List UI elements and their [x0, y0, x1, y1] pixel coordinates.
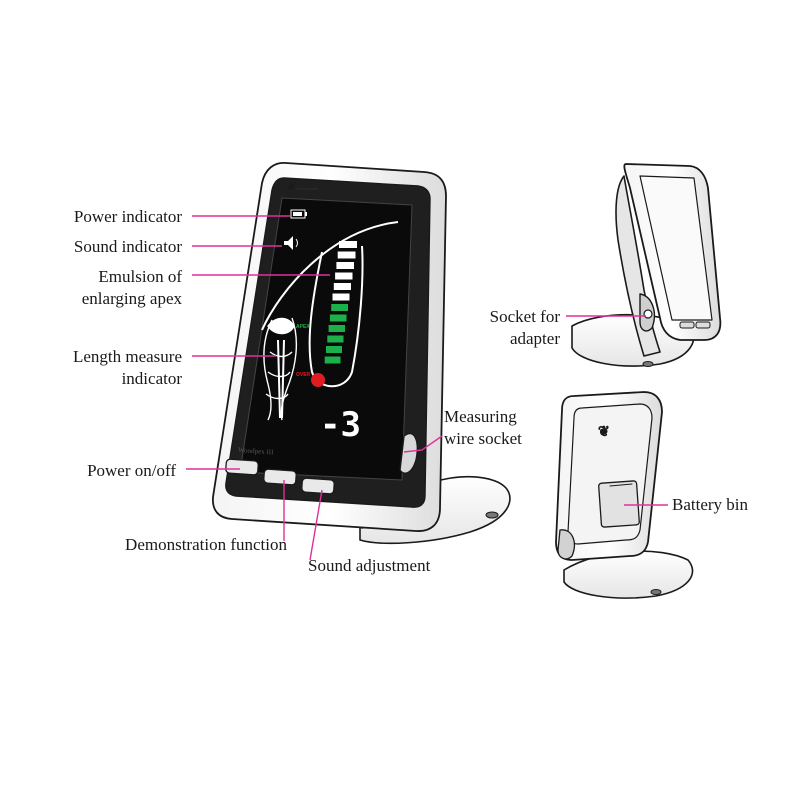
label-socket-line2: adapter	[510, 329, 560, 348]
length-value: -3	[320, 405, 361, 445]
tooth-icon	[263, 317, 297, 421]
callouts: Power indicator Sound indicator Emulsion…	[73, 207, 749, 575]
screen-content: ❦ Woodpecker APEX OVER	[238, 180, 399, 457]
side-view-button-2	[695, 321, 711, 329]
back-view-foot	[650, 589, 662, 595]
label-length-line1: Length measure	[73, 347, 182, 366]
channel-outline	[308, 245, 364, 388]
label-socket-line1: Socket for	[490, 307, 561, 326]
length-bar-white	[339, 241, 357, 248]
over-label: OVER	[296, 372, 311, 378]
brand-mark: Woodpecker	[296, 186, 319, 191]
adapter-socket-hole	[643, 309, 653, 319]
side-view-button-1	[679, 321, 695, 329]
battery-icon	[290, 209, 307, 219]
length-bar-white	[335, 272, 353, 280]
label-power-indicator: Power indicator	[74, 207, 182, 226]
back-logo-icon: ❦	[598, 424, 610, 440]
measuring-wire-socket	[399, 432, 418, 474]
battery-bin-cover	[598, 480, 640, 528]
label-sound-indicator: Sound indicator	[74, 237, 182, 256]
label-demonstration: Demonstration function	[125, 535, 287, 554]
over-indicator	[311, 373, 325, 387]
side-view-stand	[615, 175, 661, 357]
main-device-foot	[485, 511, 499, 519]
main-device	[212, 162, 511, 545]
length-bar-green	[331, 304, 348, 311]
label-power-onoff: Power on/off	[87, 461, 176, 480]
length-bar-white	[336, 262, 354, 269]
label-emulsion-line2: enlarging apex	[82, 289, 183, 308]
demo-button[interactable]	[263, 468, 297, 486]
length-bar-green	[324, 356, 341, 364]
label-measuring-line1: Measuring	[444, 407, 517, 426]
apex-label: APEX	[296, 324, 310, 330]
label-length-line2: indicator	[122, 369, 183, 388]
side-view-foot	[642, 361, 654, 367]
model-label: Woodpex III	[238, 446, 275, 456]
length-bar-white	[333, 283, 351, 290]
length-bar-green	[328, 325, 345, 332]
length-bar-green	[326, 346, 342, 353]
back-view-device: ❦	[555, 391, 694, 599]
side-view-screen	[639, 175, 713, 321]
speaker-icon	[284, 236, 298, 250]
length-bar-green	[327, 335, 344, 343]
sound-button[interactable]	[301, 477, 335, 495]
leader-measuring-wire	[403, 435, 443, 453]
length-bars	[324, 241, 357, 364]
label-battery-bin: Battery bin	[672, 495, 749, 514]
length-bar-white	[337, 251, 356, 259]
woodpecker-logo-icon: ❦	[286, 180, 296, 193]
apex-arc	[261, 221, 399, 331]
power-button[interactable]	[225, 458, 259, 476]
label-sound-adjustment: Sound adjustment	[308, 556, 431, 575]
label-emulsion-line1: Emulsion of	[98, 267, 182, 286]
side-view-device	[571, 163, 722, 367]
length-bar-white	[332, 293, 350, 301]
battery-bin-latch	[609, 483, 633, 487]
back-view-connector	[557, 529, 575, 560]
leader-sound-adjustment	[309, 489, 323, 561]
leader-lines	[186, 215, 668, 561]
label-measuring-line2: wire socket	[444, 429, 522, 448]
length-bar-green	[329, 314, 347, 322]
